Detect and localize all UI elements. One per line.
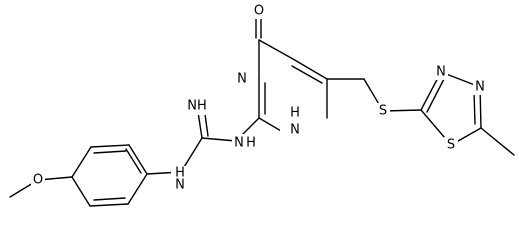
bond-ar-1-2-inner <box>125 148 142 174</box>
svg-text:H: H <box>290 106 300 121</box>
bond-nh-cg <box>201 137 237 142</box>
bond-c5-c6-a <box>292 58 328 80</box>
svg-text:O: O <box>254 4 264 19</box>
svg-text:H: H <box>246 136 256 151</box>
atom-thioether-sulfur: S <box>376 103 390 119</box>
svg-text:O: O <box>33 173 43 188</box>
atom-amine-nh: N H <box>232 134 258 151</box>
atom-aryl-amine-nh: H N <box>171 166 193 193</box>
atom-carbonyl-oxygen: O <box>252 3 266 19</box>
molecule-drawing: O N H N N H NH H N O <box>9 3 515 207</box>
bond-c5-c6-b <box>291 65 323 84</box>
atom-thiadiazole-n4: N <box>473 79 487 95</box>
bond-ar-5-6-b <box>93 197 126 201</box>
atom-thiadiazole-n3: N <box>434 64 448 80</box>
bond-layer <box>9 17 515 207</box>
svg-text:NH: NH <box>187 99 207 114</box>
svg-text:S: S <box>379 104 387 119</box>
svg-text:H: H <box>175 166 185 181</box>
svg-text:S: S <box>447 138 455 153</box>
bond-ar-1-2 <box>128 144 148 175</box>
atom-thiadiazole-sulfur: S <box>444 137 458 153</box>
bond-ar-4-5 <box>71 176 91 207</box>
bond-ar-6-1 <box>127 173 148 205</box>
bond-cg-nh-imine-b <box>204 113 209 137</box>
bond-ar-5-6-a <box>89 203 129 207</box>
chemical-structure: O N H N N H NH H N O <box>9 3 515 207</box>
bond-ar-3-4 <box>71 146 92 178</box>
atom-ring-n3: N <box>235 71 249 87</box>
atom-imine-nh: NH <box>184 98 212 115</box>
svg-text:N: N <box>175 178 185 193</box>
atom-label-layer: O N H N N H NH H N O <box>31 3 487 193</box>
bond-td-methyl <box>480 127 515 156</box>
bond-td-n4-c5-b <box>473 90 476 125</box>
bond-c4-c5 <box>258 39 294 60</box>
svg-text:N: N <box>237 72 247 87</box>
svg-text:N: N <box>436 65 446 80</box>
svg-text:N: N <box>475 80 485 95</box>
bond-cg-nh-imine-a <box>197 111 203 139</box>
svg-text:N: N <box>290 123 300 138</box>
atom-methoxy-oxygen: O <box>31 171 45 188</box>
atom-ring-n1-h: H N <box>280 104 309 140</box>
bond-ar-2-3-b <box>93 150 127 154</box>
bond-td-c2-n3-b <box>426 78 445 113</box>
svg-text:N: N <box>234 136 244 151</box>
bond-ar-2-3-a <box>90 144 130 148</box>
